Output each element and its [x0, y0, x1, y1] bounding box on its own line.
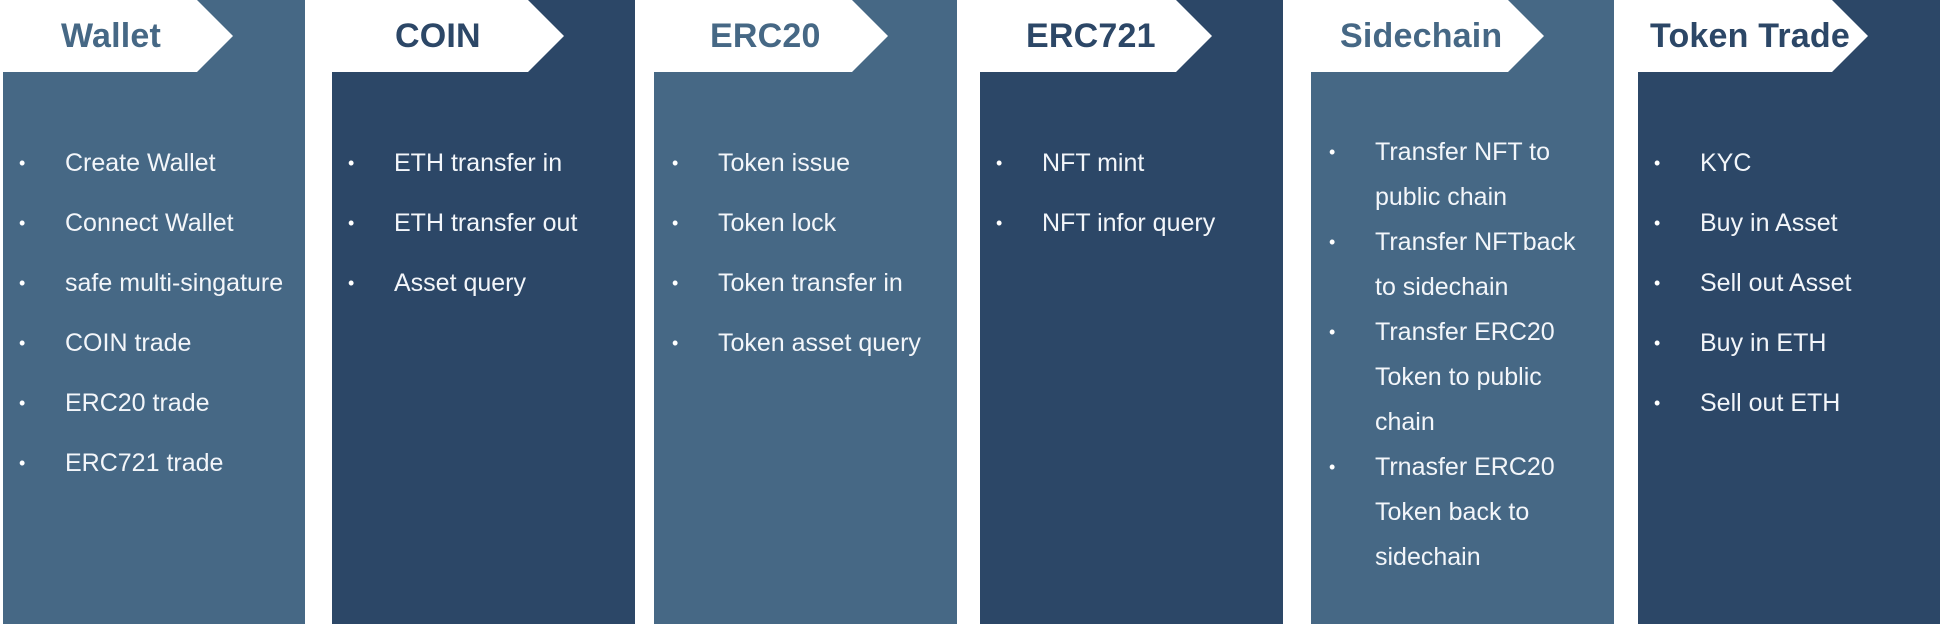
list-item: •Connect Wallet — [19, 201, 305, 246]
list-item: •Trnasfer ERC20 Token back to sidechain — [1329, 445, 1591, 580]
list-item: •Token lock — [672, 201, 957, 246]
list-item: •KYC — [1654, 141, 1940, 186]
column-header-tab: ERC721 — [980, 0, 1212, 72]
item-list: •ETH transfer in •ETH transfer out •Asse… — [348, 141, 635, 321]
list-item: •Token transfer in — [672, 261, 957, 306]
bullet-icon: • — [1654, 213, 1661, 233]
column-title: ERC721 — [1026, 17, 1156, 55]
column-header-tab: ERC20 — [654, 0, 888, 72]
column-title: Wallet — [61, 17, 162, 55]
bullet-icon: • — [672, 273, 679, 293]
bullet-icon: • — [19, 453, 26, 473]
column-header-tab: COIN — [332, 0, 564, 72]
list-item: •Buy in ETH — [1654, 321, 1940, 366]
column-header-tab: Sidechain — [1311, 0, 1544, 72]
list-item: •Transfer ERC20 Token to public chain — [1329, 310, 1591, 445]
column-erc721: ERC721 •NFT mint •NFT infor query — [980, 0, 1283, 624]
list-item: •Sell out Asset — [1654, 261, 1940, 306]
column-panel — [1638, 0, 1940, 624]
bullet-icon: • — [1329, 322, 1336, 342]
column-title: ERC20 — [710, 17, 821, 55]
list-item: •Sell out ETH — [1654, 381, 1940, 426]
list-item: •NFT infor query — [996, 201, 1283, 246]
list-item: •ERC20 trade — [19, 381, 305, 426]
item-list: •Token issue •Token lock •Token transfer… — [672, 141, 957, 381]
column-title: Sidechain — [1340, 17, 1503, 55]
bullet-icon: • — [1329, 232, 1336, 252]
list-item: •Buy in Asset — [1654, 201, 1940, 246]
bullet-icon: • — [1654, 153, 1661, 173]
column-header-tab: Wallet — [3, 0, 233, 72]
column-title: COIN — [395, 17, 481, 55]
column-erc20: ERC20 •Token issue •Token lock •Token tr… — [654, 0, 957, 624]
column-panel — [654, 0, 957, 624]
bullet-icon: • — [348, 273, 355, 293]
bullet-icon: • — [1654, 273, 1661, 293]
column-panel — [3, 0, 305, 624]
column-panel — [332, 0, 635, 624]
list-item: •Create Wallet — [19, 141, 305, 186]
bullet-icon: • — [672, 333, 679, 353]
column-panel — [1311, 0, 1614, 624]
bullet-icon: • — [996, 213, 1003, 233]
item-list: •NFT mint •NFT infor query — [996, 141, 1283, 261]
column-header-tab: Token Trade — [1638, 0, 1868, 72]
bullet-icon: • — [996, 153, 1003, 173]
item-list: •KYC •Buy in Asset •Sell out Asset •Buy … — [1654, 141, 1940, 441]
bullet-icon: • — [19, 153, 26, 173]
list-item: •NFT mint — [996, 141, 1283, 186]
column-panel — [980, 0, 1283, 624]
bullet-icon: • — [1654, 333, 1661, 353]
column-sidechain: Sidechain •Transfer NFT to public chain … — [1311, 0, 1614, 624]
list-item: •Asset query — [348, 261, 635, 306]
item-list: •Create Wallet •Connect Wallet •safe mul… — [19, 141, 305, 501]
bullet-icon: • — [672, 153, 679, 173]
bullet-icon: • — [1329, 457, 1336, 477]
list-item: •safe multi-singature — [19, 261, 305, 306]
list-item: •Token issue — [672, 141, 957, 186]
list-item: •Transfer NFT to public chain — [1329, 130, 1591, 220]
column-title: Token Trade — [1650, 17, 1850, 55]
bullet-icon: • — [19, 273, 26, 293]
bullet-icon: • — [1654, 393, 1661, 413]
bullet-icon: • — [348, 213, 355, 233]
bullet-icon: • — [19, 213, 26, 233]
column-token-trade: Token Trade •KYC •Buy in Asset •Sell out… — [1638, 0, 1940, 624]
list-item: •ERC721 trade — [19, 441, 305, 486]
list-item: •Transfer NFTback to sidechain — [1329, 220, 1591, 310]
list-item: •COIN trade — [19, 321, 305, 366]
bullet-icon: • — [672, 213, 679, 233]
item-list: •Transfer NFT to public chain •Transfer … — [1329, 130, 1591, 580]
bullet-icon: • — [19, 393, 26, 413]
column-coin: COIN •ETH transfer in •ETH transfer out … — [332, 0, 635, 624]
list-item: •ETH transfer in — [348, 141, 635, 186]
column-wallet: Wallet •Create Wallet •Connect Wallet •s… — [3, 0, 305, 624]
list-item: •ETH transfer out — [348, 201, 635, 246]
bullet-icon: • — [19, 333, 26, 353]
bullet-icon: • — [1329, 142, 1336, 162]
bullet-icon: • — [348, 153, 355, 173]
list-item: •Token asset query — [672, 321, 957, 366]
